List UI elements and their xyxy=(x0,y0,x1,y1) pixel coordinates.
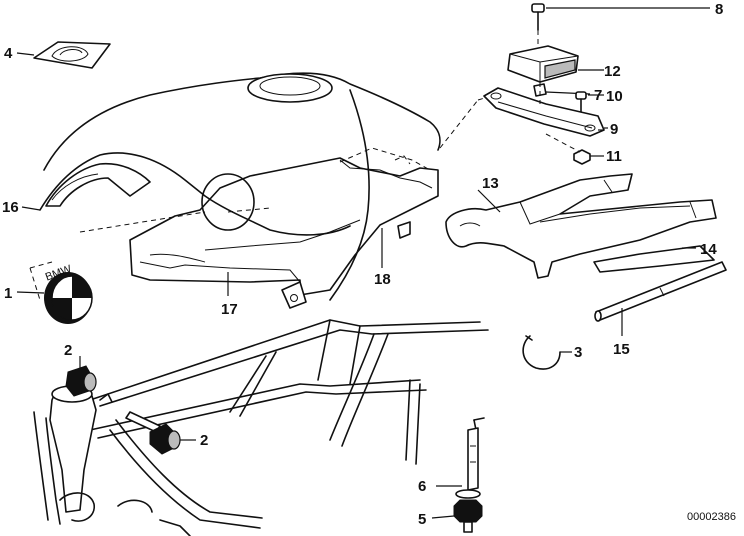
callout-9: 9 xyxy=(610,121,618,138)
callout-18: 18 xyxy=(374,271,391,288)
callout-2-lower: 2 xyxy=(200,432,208,449)
strip-part-14 xyxy=(593,245,715,273)
decal-plate-part xyxy=(16,41,111,69)
callout-17: 17 xyxy=(221,301,238,318)
callout-6: 6 xyxy=(418,478,426,495)
screw-part-10 xyxy=(575,91,604,113)
callout-15: 15 xyxy=(613,341,630,358)
frame-part xyxy=(33,319,489,536)
rubber-block-part xyxy=(507,45,604,83)
callout-10: 10 xyxy=(606,88,623,105)
callout-5: 5 xyxy=(418,511,426,528)
callout-16: 16 xyxy=(2,199,19,216)
bmw-emblem-part: BMW xyxy=(16,261,93,324)
callout-12: 12 xyxy=(604,63,621,80)
callout-11: 11 xyxy=(606,148,622,165)
fuel-sensor-part xyxy=(436,417,485,491)
rubber-knob-part-lower xyxy=(149,423,196,455)
callout-2-upper: 2 xyxy=(64,342,72,359)
rubber-knob-part-upper xyxy=(65,365,97,397)
hose-part-15 xyxy=(594,261,727,336)
fuel-tank-part xyxy=(39,72,506,309)
callout-13: 13 xyxy=(482,175,499,192)
nut-part-11 xyxy=(545,133,604,165)
fitting-part-5 xyxy=(431,489,483,533)
callout-1: 1 xyxy=(4,285,12,302)
callout-4: 4 xyxy=(4,45,13,62)
clamp-ring-part xyxy=(522,335,572,370)
tank-cover-part xyxy=(445,173,717,279)
leader-lines xyxy=(21,129,604,296)
screw-part-8 xyxy=(531,3,710,56)
drawing-number: 00002386 xyxy=(687,511,736,523)
callout-14: 14 xyxy=(700,241,717,258)
callout-7: 7 xyxy=(594,87,602,104)
callout-8: 8 xyxy=(715,1,723,18)
callout-3: 3 xyxy=(574,344,582,361)
